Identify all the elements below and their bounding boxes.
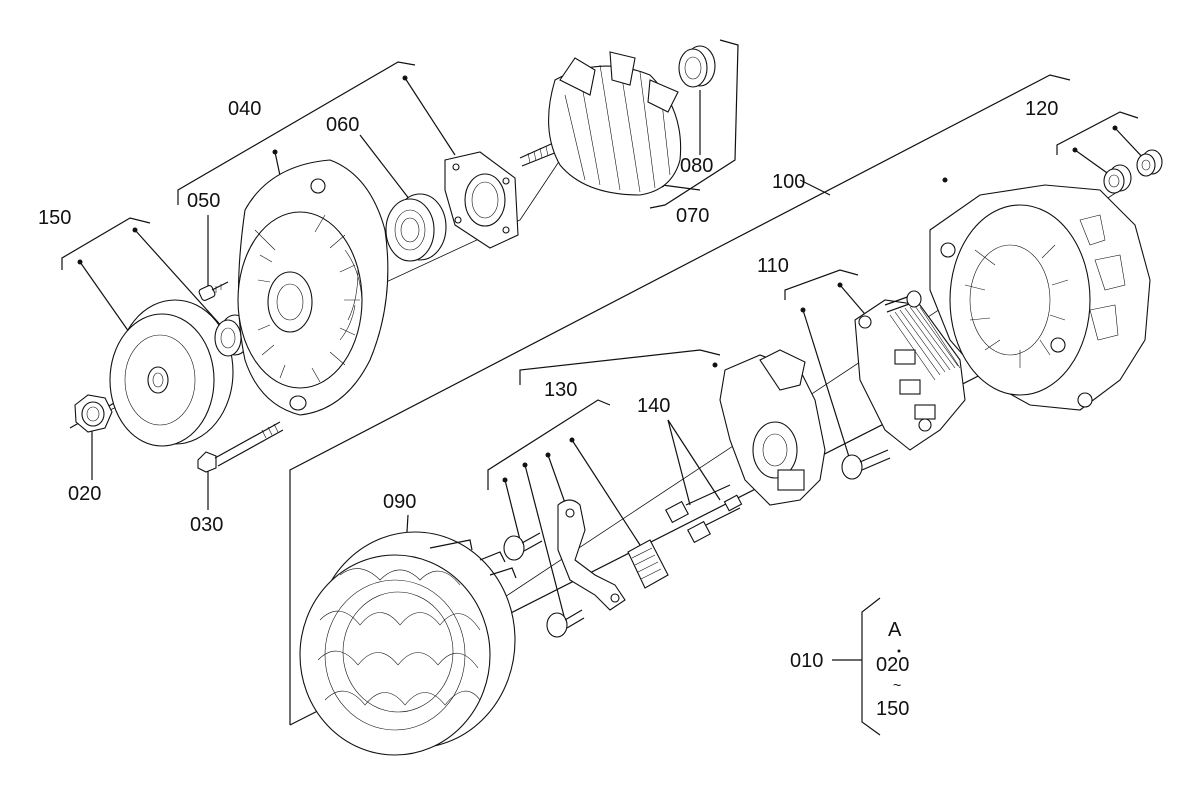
bearing-060-part [385, 193, 447, 262]
screw-130-a-part [503, 532, 543, 561]
bracket-070 [649, 39, 739, 209]
screw-110-top-part [884, 290, 922, 313]
brush-holder-part [719, 349, 826, 506]
assembly-range-from: 020 [876, 654, 909, 676]
cap-120-a-part [1103, 164, 1132, 194]
bracket-120 [1056, 111, 1146, 176]
callout-030: 030 [190, 514, 223, 536]
pulley-part [109, 299, 234, 447]
callout-120: 120 [1025, 98, 1058, 120]
stator-part [299, 531, 517, 756]
callout-150: 150 [38, 207, 71, 229]
assembly-variant: A [888, 619, 902, 641]
nut-part [74, 394, 113, 433]
assembly-range-to: 150 [876, 698, 909, 720]
rectifier-110-part [854, 299, 966, 451]
callout-060: 060 [326, 114, 359, 136]
callout-050: 050 [187, 190, 220, 212]
brush-spring-part [627, 539, 669, 589]
bearing-080-part [678, 45, 716, 88]
through-bolt-part [197, 421, 284, 473]
terminal-plate-part [557, 499, 626, 611]
callout-110: 110 [757, 255, 789, 277]
callout-140: 140 [637, 395, 670, 417]
bracket-140-leader [667, 419, 721, 506]
callout-130: 130 [544, 379, 577, 401]
callout-090: 090 [383, 491, 416, 513]
rotor-part [519, 51, 682, 196]
screw-130-b-part [546, 609, 585, 638]
rear-housing-part [929, 184, 1151, 411]
callout-040: 040 [228, 98, 261, 120]
assembly-note: 010 A 020 ~ 150 [790, 597, 909, 736]
front-housing-part [237, 159, 389, 416]
screw-050-part [198, 281, 229, 301]
callout-010: 010 [790, 650, 823, 672]
screw-110-part [841, 449, 891, 480]
retainer-plate-part [444, 151, 519, 249]
assembly-range-tilde: ~ [893, 677, 901, 693]
callout-080: 080 [680, 155, 713, 177]
callout-020: 020 [68, 483, 101, 505]
callout-100: 100 [772, 171, 805, 193]
callout-070: 070 [676, 205, 709, 227]
cap-120-b-part [1136, 149, 1163, 177]
brush-140-part [665, 484, 743, 544]
bracket-060-leader [359, 134, 411, 201]
